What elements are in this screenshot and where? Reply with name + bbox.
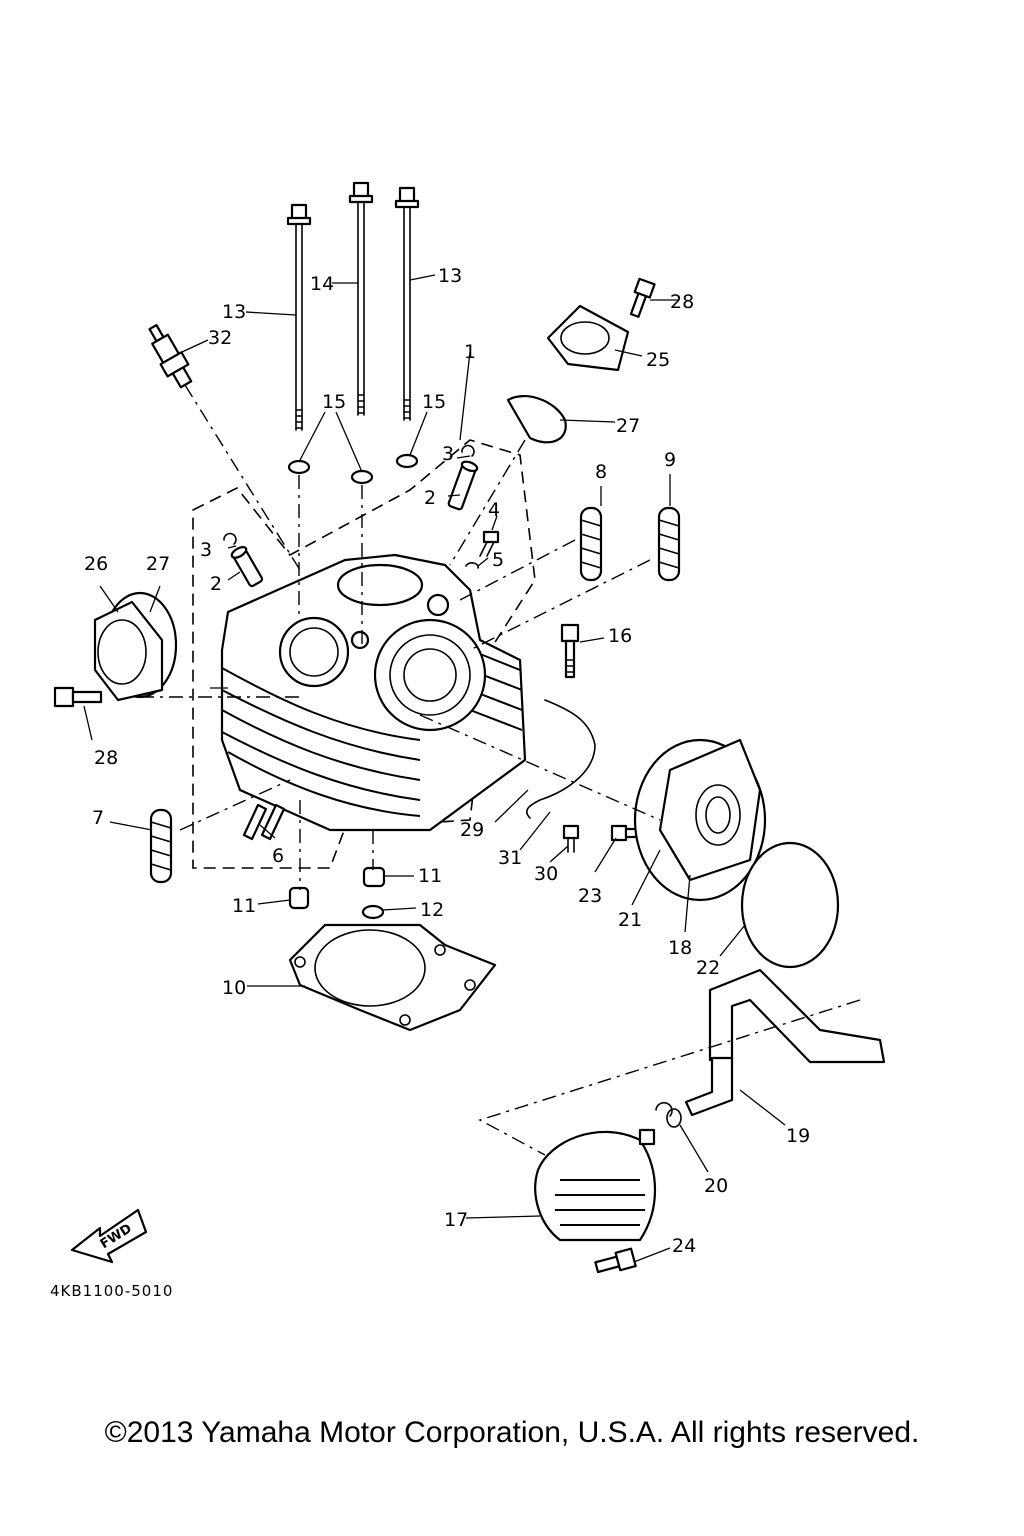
bolt-16 <box>560 623 580 679</box>
spring-8 <box>579 506 603 582</box>
callout-14: 14 <box>310 273 334 295</box>
valve-guide-left <box>230 546 264 588</box>
washer-12 <box>361 904 385 920</box>
callout-15-right: 15 <box>422 391 446 413</box>
clip-20 <box>655 1101 673 1117</box>
breather-hose-19 <box>684 968 886 1117</box>
callout-3-right: 3 <box>442 443 454 465</box>
fwd-arrow-icon: FWD <box>70 1208 148 1264</box>
alignment-line-spring-8 <box>459 539 576 601</box>
callout-27-left: 27 <box>146 553 170 575</box>
studs-6 <box>242 803 286 841</box>
callout-7: 7 <box>92 807 104 829</box>
dowel-11-left <box>288 886 310 910</box>
callout-20: 20 <box>704 1175 728 1197</box>
clip-5 <box>465 562 479 569</box>
bolt-30 <box>562 824 580 853</box>
gasket-27-top <box>506 395 567 444</box>
callout-17: 17 <box>444 1209 468 1231</box>
callout-18: 18 <box>668 937 692 959</box>
valve-cover-26 <box>93 591 178 702</box>
clamp-20 <box>666 1108 682 1128</box>
gasket-22 <box>740 841 840 969</box>
callout-31: 31 <box>498 847 522 869</box>
callout-1: 1 <box>464 341 476 363</box>
callout-22: 22 <box>696 957 720 979</box>
cylinder-head <box>220 553 527 832</box>
callout-19: 19 <box>786 1125 810 1147</box>
clip-right <box>461 444 475 457</box>
washer-15-right <box>395 453 419 469</box>
diagram-reference-code: 4KB1100-5010 <box>50 1282 173 1300</box>
alignment-line-dowels <box>299 800 374 890</box>
alignment-line-gasket-27 <box>449 439 526 566</box>
alignment-line-spring-7 <box>179 779 291 831</box>
callout-9: 9 <box>664 449 676 471</box>
callout-28-top: 28 <box>670 291 694 313</box>
washer-15-left <box>287 459 311 475</box>
washer-15-middle <box>350 469 374 485</box>
head-bolt-13-left <box>286 203 312 431</box>
head-bolt-14 <box>348 181 374 416</box>
callout-11-right: 11 <box>418 865 442 887</box>
callout-30: 30 <box>534 863 558 885</box>
bolt-24 <box>594 1247 637 1274</box>
cylinder-head-assembly-outline <box>192 439 536 869</box>
bolt-28-left <box>53 686 103 708</box>
callout-10: 10 <box>222 977 246 999</box>
alignment-line-spring-9 <box>469 559 651 651</box>
callout-15-left: 15 <box>322 391 346 413</box>
bolt-4 <box>479 530 500 557</box>
callout-labels: 1 2 2 3 3 4 5 6 7 8 9 10 11 11 12 13 13 … <box>84 265 810 1257</box>
callout-32: 32 <box>208 327 232 349</box>
callout-13-right: 13 <box>438 265 462 287</box>
callout-8: 8 <box>595 461 607 483</box>
callout-29: 29 <box>460 819 484 841</box>
callout-28-left: 28 <box>94 747 118 769</box>
intake-joint-25 <box>546 304 630 372</box>
callout-16: 16 <box>608 625 632 647</box>
callout-4: 4 <box>488 499 500 521</box>
head-bolt-13-right <box>394 186 420 421</box>
valve-guide-right <box>447 460 479 511</box>
callout-23: 23 <box>578 885 602 907</box>
clip-left <box>223 532 237 545</box>
callout-11-left: 11 <box>232 895 256 917</box>
valve-cover-17 <box>534 1128 656 1242</box>
dowel-11-right <box>362 866 386 888</box>
callout-27-top: 27 <box>616 415 640 437</box>
leader-lines <box>83 274 786 1263</box>
alignment-line-spark-plug <box>184 384 301 571</box>
callout-2-left: 2 <box>210 573 222 595</box>
callout-6: 6 <box>272 845 284 867</box>
sprocket-cover-18 <box>658 738 762 882</box>
bolt-28-top <box>629 277 656 318</box>
spring-7 <box>149 808 173 884</box>
callout-25: 25 <box>646 349 670 371</box>
callout-3-left: 3 <box>200 539 212 561</box>
copyright-notice: ©2013 Yamaha Motor Corporation, U.S.A. A… <box>104 1416 920 1449</box>
callout-5: 5 <box>492 549 504 571</box>
gasket-29 <box>525 699 596 819</box>
alignment-line-cover-17 <box>478 999 861 1156</box>
callout-26: 26 <box>84 553 108 575</box>
callout-12: 12 <box>420 899 444 921</box>
head-gasket-10 <box>288 923 497 1032</box>
spring-9 <box>657 506 681 582</box>
spark-plug <box>148 323 193 389</box>
callout-24: 24 <box>672 1235 696 1257</box>
callout-13-left: 13 <box>222 301 246 323</box>
callout-2-right: 2 <box>424 487 436 509</box>
callout-21: 21 <box>618 909 642 931</box>
